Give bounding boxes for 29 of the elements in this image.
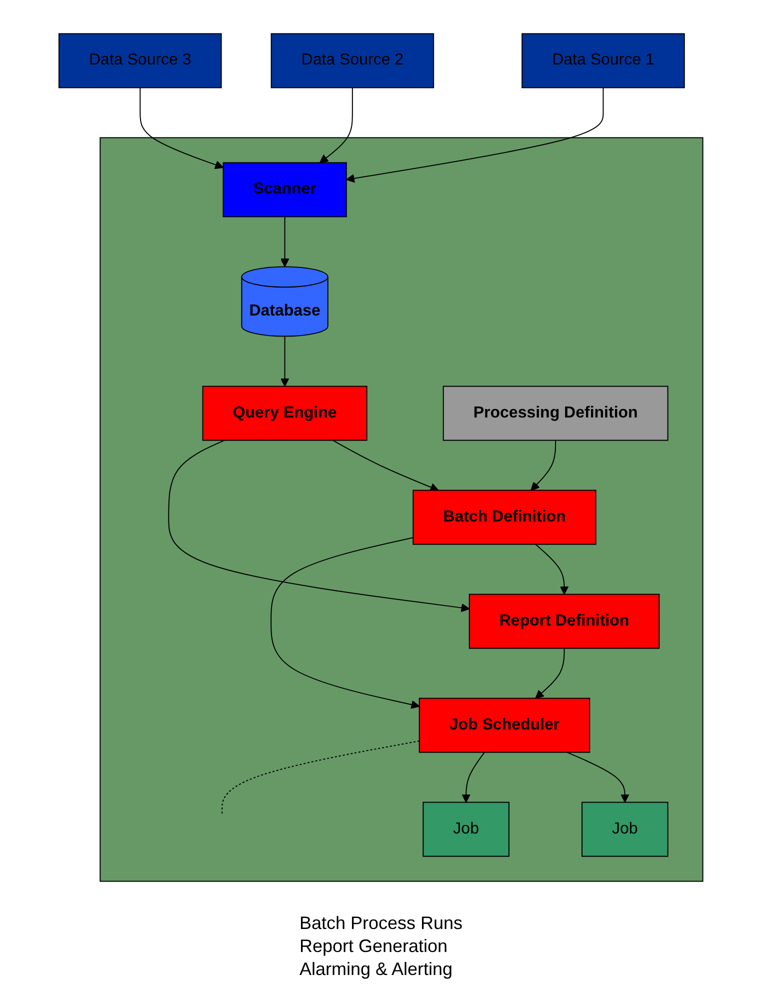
- arrow: [140, 87, 224, 170]
- arrow: [566, 752, 630, 803]
- node-box: Report Definition: [468, 594, 660, 649]
- arrow: [168, 440, 470, 612]
- arrow: [320, 87, 354, 164]
- node-box: Query Engine: [202, 386, 368, 441]
- note-text: Report Generation: [299, 936, 449, 957]
- arrow: [280, 216, 290, 268]
- node-box: Job Scheduler: [418, 698, 590, 753]
- arrow: [332, 440, 439, 492]
- node-box: Scanner: [222, 162, 347, 218]
- cluster: [100, 137, 704, 882]
- note-text: Batch Process Runs: [299, 913, 463, 934]
- node-box: Data Source 3: [58, 33, 222, 88]
- node-box: Batch Definition: [412, 490, 596, 545]
- node-box: Job: [582, 802, 668, 857]
- node-box: Data Source 2: [270, 33, 434, 88]
- arrow: [530, 440, 556, 491]
- arrow: [346, 87, 604, 183]
- arrow: [535, 648, 565, 699]
- node-box: Processing Definition: [442, 386, 668, 441]
- arrow: [535, 544, 569, 595]
- connector: [222, 740, 420, 815]
- arrow: [462, 752, 486, 803]
- arrow: [280, 336, 290, 387]
- node-box: Data Source 1: [522, 33, 685, 88]
- node-box: Job: [422, 802, 510, 857]
- arrow: [270, 537, 420, 709]
- note-text: Alarming & Alerting: [299, 959, 454, 980]
